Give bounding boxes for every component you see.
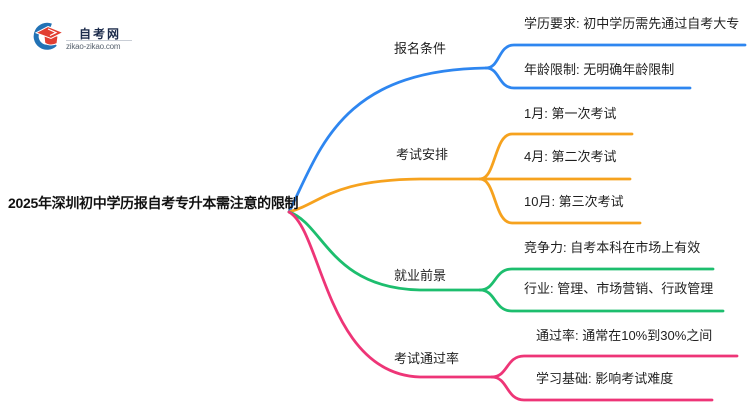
child-node-april-exam: 4月: 第二次考试: [524, 149, 617, 164]
child-node-education-requirement: 学历要求: 初中学历需先通过自考大专: [524, 16, 740, 31]
child-node-competitiveness: 竞争力: 自考本科在市场上有效: [524, 240, 701, 255]
child-node-october-exam: 10月: 第三次考试: [524, 194, 624, 209]
branch3-trunk-line: [287, 210, 482, 292]
branch-label-exam-schedule: 考试安排: [396, 147, 449, 162]
child-node-industries: 行业: 管理、市场营销、行政管理: [524, 281, 714, 296]
site-name: 自考网: [79, 27, 122, 41]
site-logo: 自考网 zikao-zikao.com: [30, 21, 140, 51]
site-domain: zikao-zikao.com: [66, 42, 121, 51]
branch1-child2-line: [484, 66, 692, 90]
branch2-child3-line: [478, 177, 642, 225]
branch2-trunk-line: [287, 177, 482, 214]
graduation-cap-icon: [33, 22, 65, 50]
branch-label-pass-rate: 考试通过率: [394, 351, 460, 366]
logo-divider: [66, 40, 132, 41]
child-node-study-foundation: 学习基础: 影响考试难度: [536, 371, 674, 386]
branch-label-enrollment-conditions: 报名条件: [394, 41, 447, 56]
branch4-trunk-line: [287, 210, 494, 379]
branch1-trunk-line: [287, 66, 488, 214]
branch4-child2-line: [490, 375, 714, 402]
child-node-january-exam: 1月: 第一次考试: [524, 106, 617, 121]
branch-label-career-prospects: 就业前景: [394, 268, 447, 283]
root-topic: 2025年深圳初中学历报自考专升本需注意的限制: [8, 195, 299, 211]
child-node-pass-rate-range: 通过率: 通常在10%到30%之间: [536, 328, 713, 343]
branch3-child2-line: [478, 288, 725, 313]
branch2-child1-line: [478, 132, 634, 181]
child-node-age-limit: 年龄限制: 无明确年龄限制: [524, 62, 675, 77]
